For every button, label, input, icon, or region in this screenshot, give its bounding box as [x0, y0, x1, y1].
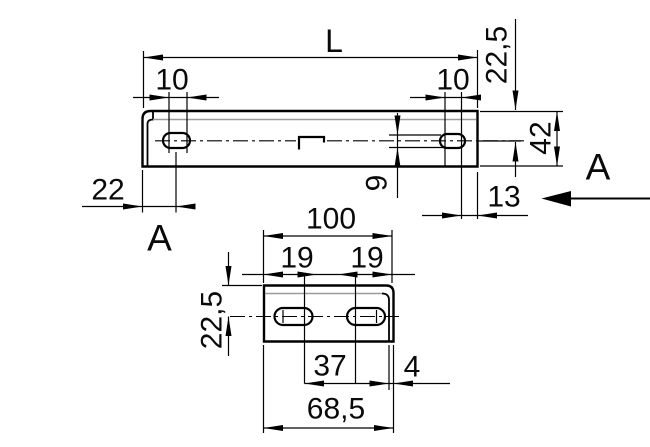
top-view: [141, 109, 524, 168]
dim-685-label: 68,5: [307, 393, 365, 426]
section-markers: A A: [147, 147, 650, 259]
dim-13-arrow-left: [442, 212, 462, 219]
dim-225B-arrow-up: [225, 316, 232, 336]
dim-19-arrow-3: [338, 271, 358, 278]
dim-42-arrow-bottom: [554, 146, 560, 166]
bottom-view: [230, 284, 399, 343]
section-label-left: A: [147, 218, 172, 259]
bottom-view-left-slot: [273, 306, 314, 327]
dim-13-arrow-right: [477, 212, 497, 219]
dim-10R-arrow-left: [425, 94, 445, 101]
dim-9-label: 9: [361, 175, 394, 192]
dim-4-arrow-right: [393, 380, 413, 387]
dim-22-label: 22: [91, 174, 124, 207]
dim-225T-arrow-up: [512, 142, 519, 162]
dim-10L-label: 10: [155, 64, 188, 97]
dim-10L-arrow-right: [187, 94, 207, 101]
dim-22-arrow-left: [123, 203, 143, 210]
dim-225T-label: 22,5: [481, 26, 514, 84]
dim-19L-label: 19: [280, 242, 313, 275]
dim-225T-arrow-down: [512, 90, 519, 110]
dim-100-label: 100: [306, 203, 356, 236]
bottom-view-right-slot: [345, 306, 387, 327]
dim-42-arrow-top: [554, 111, 560, 131]
dim-37-label: 37: [313, 350, 346, 383]
section-arrow-head: [541, 191, 571, 207]
dim-100-arrow-left: [263, 233, 283, 239]
top-view-left-slot: [161, 131, 192, 150]
bottom-view-dimensions: 100 19 19 22,5 37 4 68,5: [196, 203, 450, 433]
dim-685-arrow-left: [263, 425, 283, 431]
top-view-right-slot: [438, 132, 467, 150]
dim-10L-arrow-left: [149, 94, 169, 101]
dim-L-arrow-right: [458, 54, 478, 61]
top-view-left-bend-corner: [146, 112, 154, 125]
dim-685-arrow-right: [374, 425, 394, 431]
dim-19R-label: 19: [350, 242, 383, 275]
top-view-dimensions: L 10 10 22,5 42 9: [82, 19, 563, 219]
dim-42-label: 42: [525, 121, 558, 154]
dim-9-arrow-up: [394, 147, 401, 167]
dim-9-arrow-down: [394, 115, 401, 135]
dim-225B-arrow-down: [225, 266, 232, 286]
dim-10R-arrow-right: [461, 94, 481, 101]
section-label-right: A: [586, 147, 611, 188]
dim-19-arrow-4: [372, 271, 392, 278]
dim-19-arrow-1: [263, 271, 283, 278]
dim-100-arrow-right: [372, 233, 392, 239]
top-view-detent-tab: [297, 135, 326, 150]
bottom-view-bend-corner: [381, 292, 390, 301]
dim-L-arrow-left: [143, 54, 163, 61]
dim-13-label: 13: [487, 181, 520, 214]
dim-L-label: L: [325, 23, 343, 59]
dim-37-arrow-left: [304, 380, 324, 387]
dim-37-arrow-right: [369, 380, 389, 387]
bottom-view-outline: [262, 284, 395, 343]
top-view-outline: [141, 109, 479, 168]
dim-19-arrow-2: [297, 271, 317, 278]
dim-22-arrow-right: [176, 203, 196, 210]
dim-225B-label: 22,5: [196, 291, 229, 349]
dim-10R-label: 10: [436, 64, 469, 97]
dim-4-label: 4: [404, 351, 421, 384]
